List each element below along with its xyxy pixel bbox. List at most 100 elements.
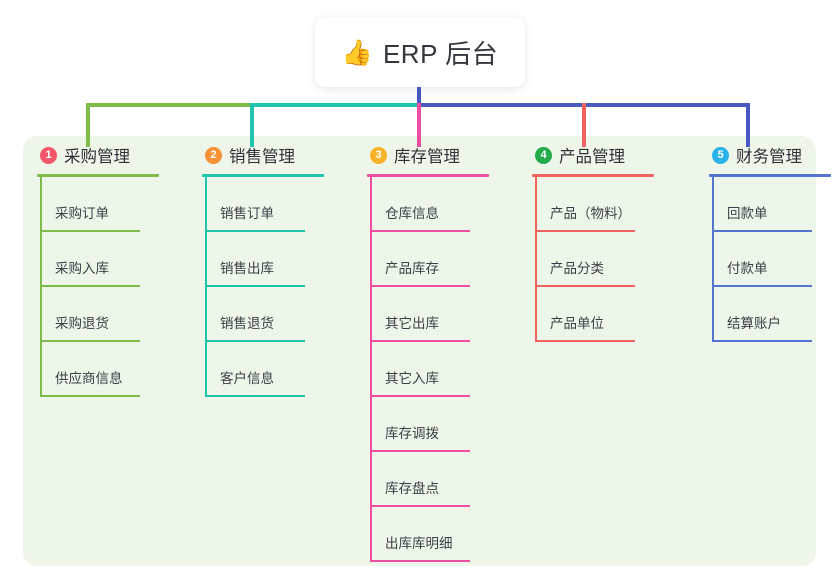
item-label: 结算账户 bbox=[727, 316, 781, 331]
branch-item[interactable]: 库存调拨 bbox=[370, 397, 513, 452]
item-spine-line bbox=[370, 287, 372, 342]
item-label: 销售退货 bbox=[220, 316, 274, 331]
branch-header-5[interactable]: 5 财务管理 bbox=[695, 136, 839, 174]
branch-number-badge: 5 bbox=[712, 146, 729, 164]
item-underline bbox=[40, 230, 140, 232]
branch-item[interactable]: 销售退货 bbox=[205, 287, 348, 342]
branch-item[interactable]: 其它出库 bbox=[370, 287, 513, 342]
item-spine-line bbox=[205, 342, 207, 397]
item-underline bbox=[712, 230, 812, 232]
item-label: 其它入库 bbox=[385, 371, 439, 386]
item-label: 客户信息 bbox=[220, 371, 274, 386]
branch-item[interactable]: 产品（物料） bbox=[535, 177, 678, 232]
item-underline bbox=[205, 230, 305, 232]
branch-item[interactable]: 库存盘点 bbox=[370, 452, 513, 507]
branch-item-list: 回款单付款单结算账户 bbox=[712, 177, 839, 342]
item-spine-line bbox=[370, 507, 372, 562]
branch-underline bbox=[202, 174, 324, 177]
branch-item[interactable]: 产品单位 bbox=[535, 287, 678, 342]
thumbs-up-icon: 👍 bbox=[341, 38, 373, 67]
root-node-card[interactable]: 👍 ERP 后台 bbox=[315, 17, 525, 87]
item-underline bbox=[370, 505, 470, 507]
branch-number-badge: 4 bbox=[535, 146, 552, 164]
item-spine-line bbox=[40, 232, 42, 287]
item-spine-line bbox=[535, 177, 537, 232]
branch-item[interactable]: 付款单 bbox=[712, 232, 839, 287]
item-label: 采购入库 bbox=[55, 261, 109, 276]
item-underline bbox=[535, 285, 635, 287]
branch-item[interactable]: 销售订单 bbox=[205, 177, 348, 232]
item-underline bbox=[712, 340, 812, 342]
item-underline bbox=[205, 395, 305, 397]
branch-item[interactable]: 销售出库 bbox=[205, 232, 348, 287]
branch-item[interactable]: 客户信息 bbox=[205, 342, 348, 397]
branch-item[interactable]: 回款单 bbox=[712, 177, 839, 232]
item-spine-line bbox=[370, 397, 372, 452]
item-spine-line bbox=[205, 232, 207, 287]
branch-item[interactable]: 结算账户 bbox=[712, 287, 839, 342]
branch-item[interactable]: 其它入库 bbox=[370, 342, 513, 397]
item-spine-line bbox=[370, 177, 372, 232]
branch-item[interactable]: 供应商信息 bbox=[40, 342, 183, 397]
branch-underline bbox=[37, 174, 159, 177]
branch-underline bbox=[709, 174, 831, 177]
branch-item[interactable]: 采购入库 bbox=[40, 232, 183, 287]
branch-number-badge: 1 bbox=[40, 146, 57, 164]
branch-item[interactable]: 采购退货 bbox=[40, 287, 183, 342]
item-label: 仓库信息 bbox=[385, 206, 439, 221]
root-node-title: ERP 后台 bbox=[382, 38, 499, 69]
item-spine-line bbox=[40, 287, 42, 342]
item-spine-line bbox=[712, 287, 714, 342]
item-label: 产品库存 bbox=[385, 261, 439, 276]
item-spine-line bbox=[370, 452, 372, 507]
item-spine-line bbox=[712, 177, 714, 232]
item-label: 产品单位 bbox=[550, 316, 604, 331]
branch-underline bbox=[367, 174, 489, 177]
item-spine-line bbox=[535, 232, 537, 287]
item-spine-line bbox=[40, 177, 42, 232]
branch-underline bbox=[532, 174, 654, 177]
branch-item[interactable]: 产品库存 bbox=[370, 232, 513, 287]
branch-item[interactable]: 出库库明细 bbox=[370, 507, 513, 562]
item-underline bbox=[40, 395, 140, 397]
item-underline bbox=[370, 395, 470, 397]
item-spine-line bbox=[205, 287, 207, 342]
branch-item-list: 仓库信息产品库存其它出库其它入库库存调拨库存盘点出库库明细 bbox=[370, 177, 513, 562]
item-underline bbox=[370, 560, 470, 562]
branch-item[interactable]: 仓库信息 bbox=[370, 177, 513, 232]
item-label: 销售订单 bbox=[220, 206, 274, 221]
item-label: 采购退货 bbox=[55, 316, 109, 331]
branch-title: 销售管理 bbox=[229, 148, 295, 166]
branch-item[interactable]: 产品分类 bbox=[535, 232, 678, 287]
branch-item[interactable]: 采购订单 bbox=[40, 177, 183, 232]
diagram-panel-background bbox=[23, 136, 816, 566]
item-label: 回款单 bbox=[727, 206, 768, 221]
item-label: 库存调拨 bbox=[385, 426, 439, 441]
item-underline bbox=[712, 285, 812, 287]
branch-number-badge: 3 bbox=[370, 146, 387, 164]
item-label: 库存盘点 bbox=[385, 481, 439, 496]
branch-title: 财务管理 bbox=[736, 148, 802, 166]
item-spine-line bbox=[205, 177, 207, 232]
item-underline bbox=[205, 285, 305, 287]
item-spine-line bbox=[40, 342, 42, 397]
item-underline bbox=[370, 450, 470, 452]
item-label: 供应商信息 bbox=[55, 371, 123, 386]
branch-item-list: 销售订单销售出库销售退货客户信息 bbox=[205, 177, 348, 397]
item-underline bbox=[370, 285, 470, 287]
item-label: 产品（物料） bbox=[550, 206, 631, 221]
item-underline bbox=[40, 285, 140, 287]
item-spine-line bbox=[535, 287, 537, 342]
item-underline bbox=[205, 340, 305, 342]
item-label: 其它出库 bbox=[385, 316, 439, 331]
item-underline bbox=[40, 340, 140, 342]
branch-item-list: 产品（物料） 产品分类产品单位 bbox=[535, 177, 678, 342]
